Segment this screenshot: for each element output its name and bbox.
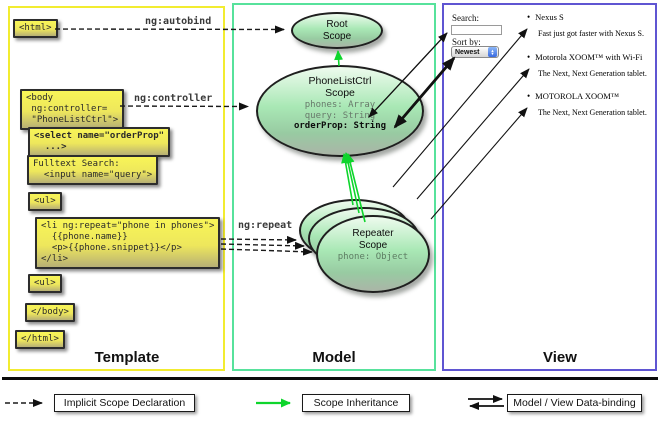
phone-desc: The Next, Next Generation tablet.	[538, 69, 647, 78]
bullet-icon: •	[527, 52, 531, 62]
template-column-label: Template	[94, 349, 160, 366]
bullet-icon: •	[527, 12, 531, 22]
legend-implicit-scope: Implicit Scope Declaration	[54, 394, 195, 412]
sort-dropdown-value: Newest	[455, 48, 480, 56]
legend-divider	[2, 377, 658, 380]
phonelistctrl-scope-title: PhoneListCtrl Scope	[308, 75, 372, 99]
select-node: <select name="orderProp" ...>	[28, 127, 171, 157]
view-column-label: View	[543, 349, 577, 366]
phonelistctrl-scope-orderprop: orderProp: String	[293, 121, 387, 131]
phonelistctrl-scope-props: phones: Array query: String	[304, 100, 376, 121]
li-repeat-node: <li ng:repeat="phone in phones"> {{phone…	[35, 217, 221, 269]
phonelistctrl-scope-node: PhoneListCtrl Scope phones: Array query:…	[256, 65, 424, 157]
repeater-scope-prop: phone: Object	[337, 252, 409, 262]
phone-title: MOTOROLA XOOM™	[535, 91, 620, 101]
fulltext-search-node: Fulltext Search: <input name="query">	[27, 155, 159, 185]
html-close-node: </html>	[15, 330, 65, 349]
phone-desc: The Next, Next Generation tablet.	[538, 108, 647, 117]
body-close-node: </body>	[25, 303, 75, 322]
search-input[interactable]	[451, 25, 502, 35]
repeater-scope-node: Repeater Scope phone: Object	[316, 215, 430, 293]
model-column-label: Model	[312, 349, 356, 366]
repeater-scope-title: Repeater Scope	[352, 228, 394, 251]
model-panel	[232, 3, 436, 371]
list-item: • Nexus S Fast just got faster with Nexu…	[527, 12, 657, 38]
ng-autobind-label: ng:autobind	[145, 16, 212, 27]
search-label: Search:	[452, 13, 479, 23]
legend-scope-inheritance: Scope Inheritance	[302, 394, 410, 412]
body-open-node: <body ng:controller= "PhoneListCtrl">	[20, 89, 125, 130]
phone-desc: Fast just got faster with Nexus S.	[538, 29, 644, 38]
dropdown-stepper-icon: ▲▼	[488, 47, 497, 57]
root-scope-node: Root Scope	[291, 12, 383, 49]
legend-data-binding: Model / View Data-binding	[507, 394, 642, 412]
phone-title: Nexus S	[535, 12, 564, 22]
ul-close-node: <ul>	[28, 274, 62, 293]
ng-repeat-label: ng:repeat	[238, 220, 293, 231]
sort-dropdown[interactable]: Newest ▲▼	[451, 46, 499, 58]
list-item: • MOTOROLA XOOM™ The Next, Next Generati…	[527, 91, 657, 117]
html-open-node: <html>	[13, 19, 58, 38]
bullet-icon: •	[527, 91, 531, 101]
ul-open-node: <ul>	[28, 192, 62, 211]
ng-controller-label: ng:controller	[134, 93, 213, 104]
phone-title: Motorola XOOM™ with Wi-Fi	[535, 52, 643, 62]
root-scope-title: Root Scope	[322, 19, 352, 42]
list-item: • Motorola XOOM™ with Wi-Fi The Next, Ne…	[527, 52, 657, 78]
